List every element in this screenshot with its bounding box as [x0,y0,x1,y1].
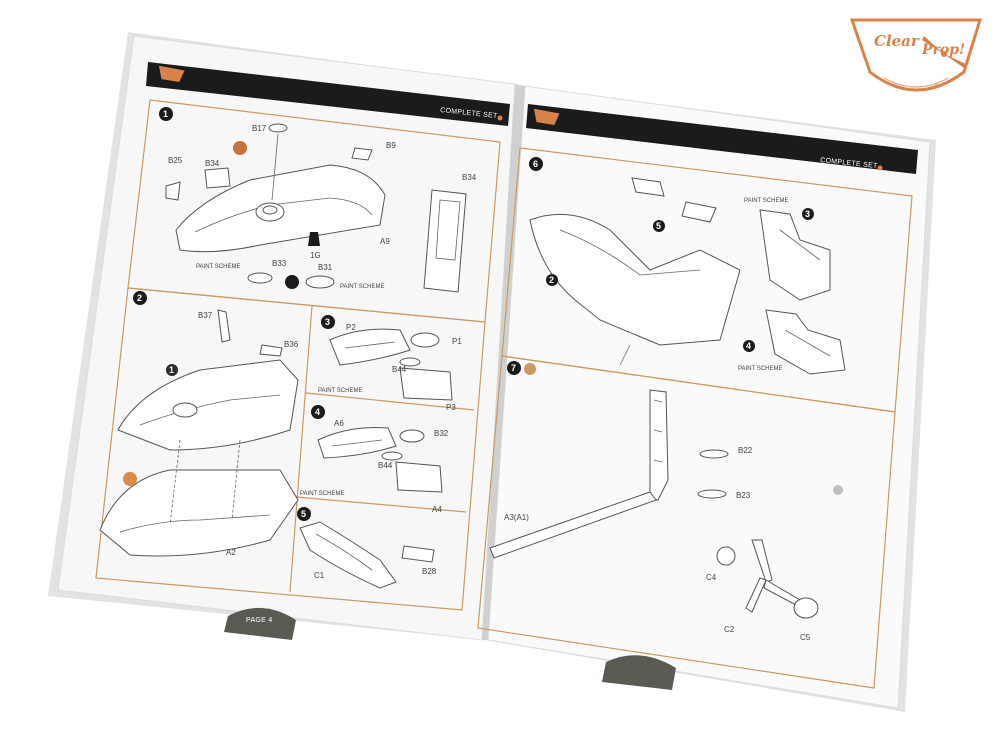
label-b36: B36 [284,340,299,349]
logo-text-prop: Prop! [921,42,965,58]
svg-text:2: 2 [549,275,554,285]
label-b44-3: B44 [392,365,407,374]
svg-text:1: 1 [163,109,168,119]
step-5-seat-drawing [299,521,435,589]
svg-text:1: 1 [169,365,174,375]
label-b37: B37 [198,311,213,320]
svg-text:5: 5 [656,221,661,231]
step-1-badge: 1 [159,107,173,121]
step-4-5-divider [295,496,467,513]
step-7-boom-drawing [489,389,843,619]
label-p3: P3 [446,403,456,412]
label-p1: P1 [452,337,462,346]
booklet-spine [482,84,525,640]
label-a3-a1: A3(A1) [504,513,529,522]
step-7-frame [477,355,896,689]
svg-text:4: 4 [746,341,751,351]
paint-scheme-label-4: PAINT SCHEME [300,491,344,497]
paint-scheme-label-6a: PAINT SCHEME [744,198,788,204]
step-6-badge: 6 [529,157,543,171]
left-page-footer-tab [224,607,296,640]
svg-text:3: 3 [805,209,810,219]
right-header-logo [533,108,560,126]
step-2-frame [95,287,486,611]
paint-scheme-label-1b: PAINT SCHEME [340,284,384,290]
step-3-4-divider [305,392,475,411]
label-b9: B9 [386,141,396,150]
right-header-bar [526,104,918,174]
label-b32: B32 [434,429,449,438]
left-header-dot [497,115,503,121]
right-page [487,85,931,709]
left-page-number: PAGE 4 [246,617,273,624]
step-5-badge: 5 [297,507,311,521]
step-2-fuselage-drawing: 1 [99,309,299,557]
step-2-badge: 2 [133,291,147,305]
label-a6: A6 [334,419,344,428]
right-header-dot [877,165,883,171]
label-b34-detail: B34 [462,173,477,182]
label-b44-4: B44 [378,461,393,470]
clearprop-logo: Clear Prop! [848,16,984,102]
step-1-fuselage-drawing [165,123,467,293]
label-b31: B31 [318,263,333,272]
label-b23: B23 [736,491,751,500]
label-a4: A4 [432,505,442,514]
right-page-footer-tab [602,655,676,690]
label-b25: B25 [168,156,183,165]
label-b34: B34 [205,159,220,168]
step-3-badge: 3 [321,315,335,329]
label-p2: P2 [346,323,356,332]
label-b22: B22 [738,446,753,455]
propeller-icon [922,36,966,68]
label-b17: B17 [252,124,267,133]
step-column-divider [289,305,313,593]
step-6-wing-drawing: 5 2 3 4 [529,177,846,375]
label-c5: C5 [800,633,811,642]
left-header-bar [146,62,510,126]
step-3-cockpit-drawing [329,328,453,401]
paint-scheme-label-1a: PAINT SCHEME [196,264,240,270]
svg-text:3: 3 [325,317,330,327]
svg-text:5: 5 [301,509,306,519]
label-c1: C1 [314,571,325,580]
label-b28: B28 [422,567,437,576]
svg-text:6: 6 [533,159,538,169]
label-b33: B33 [272,259,287,268]
left-header-logo [158,65,185,83]
step-7-badge: 7 [507,361,536,375]
svg-text:2: 2 [137,293,142,303]
logo-text-clear: Clear [874,32,920,50]
paint-scheme-label-3: PAINT SCHEME [318,388,362,394]
label-a9: A9 [380,237,390,246]
label-1g: 1G [310,251,321,260]
label-c2: C2 [724,625,735,634]
step-4-badge: 4 [311,405,325,419]
svg-text:7: 7 [511,363,516,373]
step-4-cockpit-drawing [317,427,443,493]
svg-text:4: 4 [315,407,320,417]
paint-scheme-label-6b: PAINT SCHEME [738,366,782,372]
label-a2: A2 [226,548,236,557]
label-c4: C4 [706,573,717,582]
